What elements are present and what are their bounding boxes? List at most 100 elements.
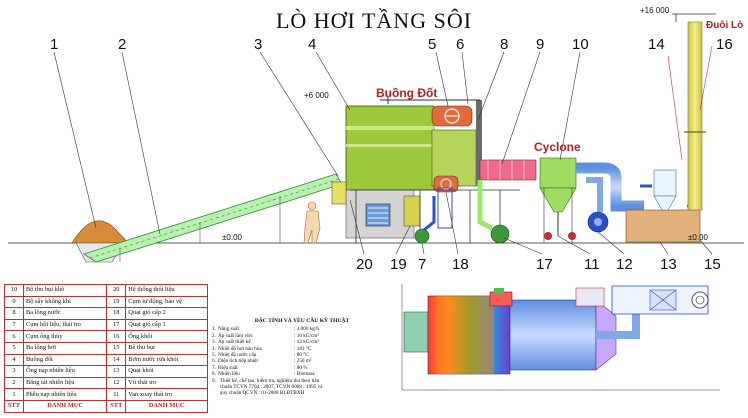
cyclone-label: Cyclone: [534, 140, 581, 154]
elevation-ground-left: ±0.00: [222, 233, 242, 242]
callout-top-16: 16: [716, 36, 733, 53]
chimney: [687, 21, 703, 211]
legend-number: 6: [4, 330, 24, 343]
callout-top-4: 4: [308, 36, 317, 53]
fuel-pile: [71, 220, 129, 244]
callout-top-9: 9: [536, 36, 545, 53]
spec-note-line: 9. Thiết kế, chế tạo, kiểm tra, nghiệm t…: [212, 377, 320, 384]
legend-number: 1: [4, 388, 24, 401]
legend-number: 12: [106, 376, 127, 390]
page-title: LÒ HƠI TẦNG SÔI: [275, 8, 473, 33]
cyclone-body: [539, 157, 577, 189]
spec-label: Áp suất làm việc: [218, 332, 254, 339]
spec-label: Năng suất: [218, 326, 239, 333]
cyclone-cone: [539, 187, 577, 213]
legend-item: Ống khói: [125, 330, 208, 343]
legend-item: Buồng đốt: [22, 353, 108, 367]
legend-header-cell: STT: [106, 399, 127, 413]
callout-top-10: 10: [572, 36, 589, 53]
callout-bottom-17: 17: [536, 256, 553, 273]
callout-bottom-12: 12: [616, 256, 633, 273]
secondary-air-fan: [414, 228, 430, 244]
legend-number: 19: [106, 295, 127, 309]
spec-label: Nhiệt độ hơi bão hòa: [218, 345, 262, 352]
spec-value: : 10 kG/cm²: [294, 332, 319, 339]
legend-item: Ba lông hơi: [22, 341, 108, 355]
legend-item: Quạt gió cấp 2: [125, 307, 208, 320]
spec-value: : 80 %: [294, 364, 308, 371]
legend-item: Ba lông nước: [22, 307, 108, 320]
ash-screw: [568, 232, 576, 240]
spec-label: Diện tích tiếp nhiệt: [218, 358, 258, 365]
ash-valve: [544, 232, 552, 240]
legend-header-cell: DANH MỤC: [125, 399, 208, 413]
callout-bottom-19: 19: [390, 256, 407, 273]
legend-item: Vít thải tro: [125, 376, 208, 390]
spec-value: : 250 m²: [294, 358, 312, 365]
legend-item: Cụm tự động, bảo vệ: [125, 295, 208, 309]
spec-value: : 80 °C: [294, 352, 309, 359]
legend-number: 15: [106, 341, 127, 355]
furnace-label: Buồng Đốt: [376, 86, 438, 100]
legend-number: 11: [106, 388, 127, 401]
callout-top-8: 8: [500, 36, 509, 53]
spec-row: 6.Diện tích tiếp nhiệt: 250 m²: [212, 358, 392, 364]
callout-top-5: 5: [428, 36, 437, 53]
legend-number: 8: [4, 307, 24, 320]
callout-bottom-7: 7: [418, 256, 427, 273]
spec-index: 7.: [212, 364, 216, 371]
callout-bottom-20: 20: [356, 256, 373, 273]
elevation-top: +16 000: [640, 6, 670, 15]
callout-bottom-13: 13: [660, 256, 677, 273]
legend-number: 9: [4, 295, 24, 309]
spec-row: 8.Nhiên liệu: Biomass: [212, 371, 392, 377]
spec-value: : 183 °C: [294, 345, 312, 352]
legend-number: 14: [106, 353, 127, 367]
spec-value: : Biomass: [294, 371, 315, 378]
legend-item: Van xoay thải tro: [125, 388, 208, 401]
callout-top-2: 2: [118, 36, 127, 53]
spec-row: 1.Năng suất: 4.000 kg/h: [212, 326, 392, 332]
chimney-tail-label: Đuôi Lò: [706, 20, 744, 31]
spec-row: 3.Áp suất thiết kế: 12 kG/cm²: [212, 339, 392, 345]
legend-number: 13: [106, 365, 127, 378]
plan-view: [401, 284, 720, 391]
callout-top-1: 1: [50, 36, 59, 53]
scrubber-tank: [625, 209, 701, 243]
legend-number: 2: [4, 376, 24, 390]
air-heater: [479, 159, 537, 181]
fuel-conveyor: [83, 173, 343, 263]
legend-item: Cụm ống thủy: [22, 330, 108, 343]
elevation-mid: +6 000: [304, 91, 329, 100]
spec-index: 1.: [212, 326, 216, 333]
spec-index: 8.: [212, 371, 216, 378]
legend-item: Phễu nạp nhiên liệu: [22, 388, 108, 401]
callout-top-14: 14: [648, 36, 665, 53]
wet-cyclone: [653, 169, 677, 197]
legend-item: Bộ sấy không khí: [22, 295, 108, 309]
callout-bottom-18: 18: [452, 256, 469, 273]
spec-row: 5.Nhiệt độ nước cấp: 80 °C: [212, 352, 392, 358]
furnace-body: [345, 105, 435, 191]
legend-header-cell: DANH MỤC: [22, 399, 108, 413]
legend-item: Hệ thống thổi liệu: [125, 284, 208, 297]
legend-number: 5: [4, 341, 24, 355]
legend-number: 18: [106, 307, 127, 320]
spec-index: 3.: [212, 339, 216, 346]
primary-air-fan: [490, 224, 510, 244]
flue-duct: [576, 162, 644, 212]
legend-header-cell: STT: [4, 399, 24, 413]
spec-row: 4.Nhiệt độ hơi bão hòa: 183 °C: [212, 346, 392, 352]
legend-item: Băng tải nhiên liệu: [22, 376, 108, 390]
spec-row: 7.Hiệu suất: 80 %: [212, 365, 392, 371]
